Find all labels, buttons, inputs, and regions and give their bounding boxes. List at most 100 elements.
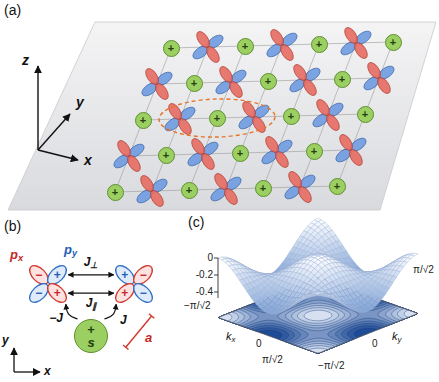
axis-label: ky [392, 330, 401, 343]
orbital-lobe: + [114, 264, 136, 286]
dimension-tick [149, 314, 154, 318]
phase-sign: + [140, 115, 146, 126]
axis-label: y [2, 334, 9, 348]
phase-sign: + [265, 76, 271, 87]
axis-tick [214, 258, 218, 259]
phase-sign: − [140, 269, 147, 281]
hopping-label: −J [49, 312, 63, 326]
orbital-name: s [87, 336, 94, 349]
orbital-lobe [204, 44, 222, 64]
surface-patch [325, 294, 332, 297]
phase-sign: + [260, 183, 266, 194]
orbital-label: px [10, 248, 23, 263]
s-orbital: + [357, 106, 374, 123]
subscript: y [398, 335, 402, 344]
orbital-lobe: − [28, 282, 50, 304]
surface-patch [332, 296, 339, 300]
axis-arrow [14, 371, 40, 372]
phase-sign: + [339, 74, 345, 85]
phase-sign: + [191, 78, 197, 89]
surface-patch [293, 300, 300, 304]
tick-label: -0.2 [196, 269, 213, 281]
phase-sign: + [121, 269, 128, 281]
surface-patch [289, 302, 296, 306]
s-orbital: + [385, 34, 402, 51]
s-orbital: + [306, 143, 323, 160]
hopping-label: J [120, 314, 127, 328]
panel-label: (a) [4, 2, 21, 18]
phase-sign: + [316, 39, 322, 50]
contour-band [219, 278, 417, 353]
orbital-lobe [296, 184, 314, 204]
panel-label: (b) [4, 218, 21, 234]
s-orbital: + [209, 110, 226, 127]
tick-label: −π/√2 [184, 300, 211, 312]
orbital-label: py [64, 243, 77, 258]
lattice-bonds [115, 42, 393, 192]
phase-sign: − [140, 287, 147, 299]
s-orbital: + [186, 75, 203, 92]
contour-band [219, 278, 417, 353]
phase-sign: + [163, 150, 169, 161]
phase-sign: + [54, 287, 61, 299]
tick-label: π/√2 [262, 354, 283, 366]
phase-sign: + [168, 43, 174, 54]
orbital-lobe [176, 116, 194, 136]
tick-label: −π/√2 [318, 360, 345, 372]
subscript: ∥ [92, 301, 96, 311]
subscript: x [18, 253, 23, 263]
bond-line [300, 43, 356, 187]
orbital-lobe: − [132, 264, 154, 286]
band-surface-plot [214, 218, 418, 354]
orbital-lobe [125, 153, 143, 173]
lobe-outline [44, 280, 69, 305]
surface-patch [304, 294, 311, 297]
axis-label: z [22, 52, 29, 68]
s-orbital: + [237, 38, 254, 55]
axis-label: x [44, 365, 51, 379]
s-orbital: + [334, 71, 351, 88]
phase-sign: + [242, 41, 248, 52]
contour-band [219, 278, 417, 353]
hopping-arrow [66, 304, 78, 319]
orbital-lobe [148, 188, 166, 208]
contour-band [219, 278, 417, 353]
s-orbital: +s [74, 319, 108, 353]
axis-arrow [38, 150, 78, 160]
orbital-lobe [273, 149, 291, 169]
s-orbital: + [135, 112, 152, 129]
contour-band [219, 278, 417, 353]
contour-band [219, 278, 417, 353]
orbital-lobe: + [46, 264, 68, 286]
p-orbital-lattice [112, 25, 397, 208]
base-outline [218, 278, 418, 354]
phase-sign: + [54, 269, 61, 281]
phase-sign: + [214, 113, 220, 124]
unit-cell-outline [159, 97, 276, 138]
lobe-outline [130, 262, 155, 287]
lobe-outline [26, 280, 51, 305]
phase-sign: + [334, 181, 340, 192]
phase-sign: − [35, 269, 42, 281]
axis-arrow [38, 114, 70, 150]
s-orbital: + [158, 147, 175, 164]
dimension-label: a [145, 331, 152, 346]
bond-line [115, 48, 171, 192]
hopping-label: J∥ [86, 297, 97, 311]
s-orbital: + [329, 178, 346, 195]
phase-sign: + [121, 287, 128, 299]
orbital-lobe: − [28, 264, 50, 286]
contour-band [219, 278, 417, 353]
axis-label: y [76, 94, 84, 110]
s-orbital: + [255, 180, 272, 197]
axis-arrow [13, 348, 14, 372]
s-orbital: + [283, 108, 300, 125]
phase-sign: + [112, 187, 118, 198]
contour-band [219, 278, 417, 353]
surface-patch [314, 292, 321, 294]
surface-patch [336, 299, 343, 303]
orbital-lobe [227, 79, 245, 99]
phase-sign: + [288, 111, 294, 122]
